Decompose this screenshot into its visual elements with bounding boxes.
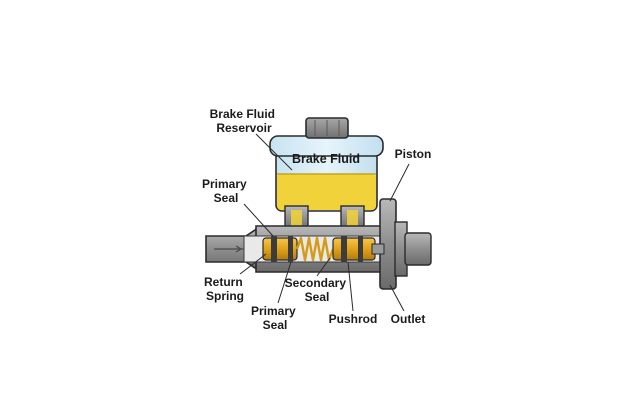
reservoir-ports (284, 205, 365, 231)
label-outlet: Outlet (389, 284, 426, 326)
label-primary-seal-bottom: Primary Seal (251, 261, 299, 332)
reservoir-fluid (277, 174, 376, 210)
svg-text:Pushrod: Pushrod (329, 312, 378, 326)
label-return-spring: Return Spring (204, 253, 267, 303)
label-piston: Piston (389, 147, 432, 202)
secondary-seal (341, 236, 347, 262)
pushrod (404, 232, 432, 266)
label-primary-seal-top: Primary Seal (202, 177, 274, 237)
svg-text:Outlet: Outlet (391, 312, 426, 326)
svg-text:Piston: Piston (395, 147, 432, 161)
svg-text:Brake Fluid Reservoir: Brake Fluid Reservoir (210, 107, 279, 135)
reservoir-fluid-label: Brake Fluid (292, 152, 360, 166)
label-reservoir: Brake Fluid Reservoir (210, 107, 293, 171)
return-spring (295, 236, 335, 262)
svg-text:Primary Seal: Primary Seal (251, 304, 299, 332)
label-secondary-seal: Secondary Seal (285, 257, 350, 304)
svg-text:Return Spring: Return Spring (204, 275, 246, 303)
svg-text:Primary Seal: Primary Seal (202, 177, 250, 205)
primary-seal (271, 236, 277, 262)
secondary-piston (332, 237, 376, 261)
piston-assembly (262, 236, 385, 262)
reservoir: Brake Fluid (269, 117, 384, 212)
label-pushrod: Pushrod (329, 261, 378, 326)
svg-text:Secondary Seal: Secondary Seal (285, 276, 350, 304)
